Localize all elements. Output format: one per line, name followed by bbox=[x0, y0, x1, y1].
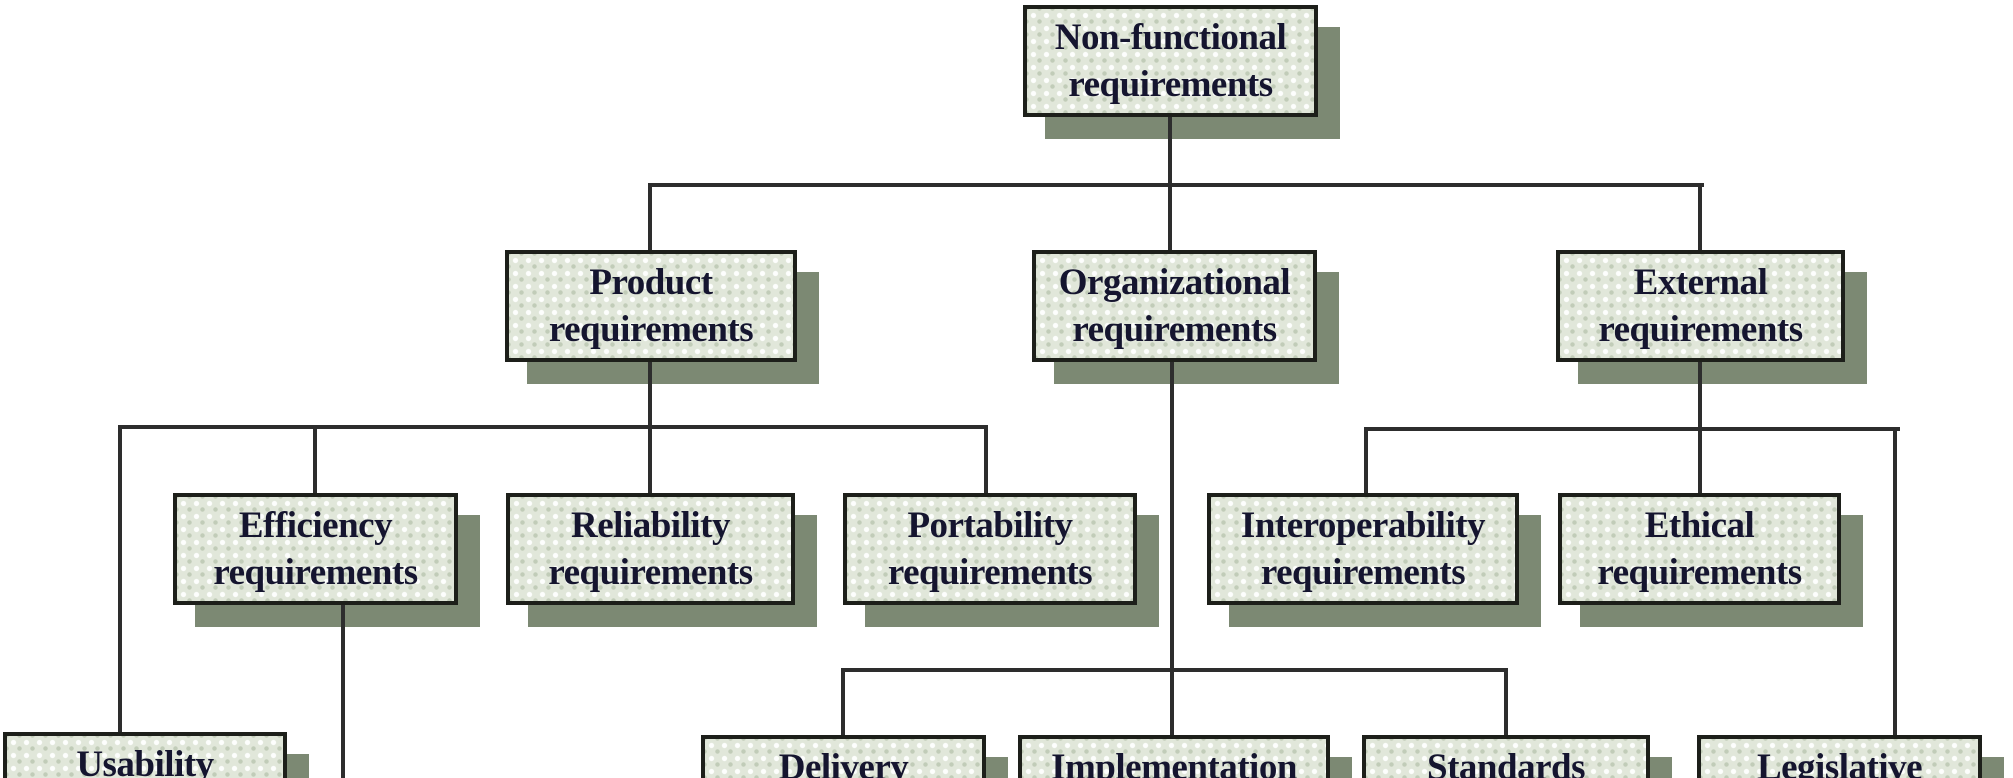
node-label-line: requirements bbox=[1260, 552, 1466, 593]
node-label-line: Delivery bbox=[778, 747, 909, 778]
connector-stub-interoperability bbox=[1364, 427, 1368, 493]
node-label-line: Interoperability bbox=[1240, 505, 1486, 546]
node-label-line: requirements bbox=[548, 552, 753, 593]
connector-efficiency-child-stem bbox=[341, 605, 345, 778]
node-external-requirements: External requirements bbox=[1556, 250, 1845, 362]
node-label-line: Efficiency bbox=[238, 505, 393, 546]
connector-organizational-children-bar bbox=[841, 668, 1508, 672]
connector-stub-delivery bbox=[841, 668, 845, 735]
connector-stub-standards bbox=[1504, 668, 1508, 735]
node-efficiency-requirements: Efficiency requirements bbox=[173, 493, 458, 605]
node-label-line: External bbox=[1633, 262, 1768, 303]
node-label-line: Standards bbox=[1427, 747, 1585, 778]
node-label-line: Implementation bbox=[1051, 747, 1297, 778]
connector-stub-portability bbox=[984, 425, 988, 493]
connector-stub-product bbox=[648, 183, 652, 250]
node-label-line: requirements bbox=[887, 552, 1093, 593]
connector-stub-efficiency bbox=[313, 425, 317, 493]
node-product-requirements: Product requirements bbox=[505, 250, 797, 362]
node-label-line: Product bbox=[589, 262, 713, 303]
node-label-line: requirements bbox=[1072, 309, 1277, 350]
node-interoperability-requirements: Interoperability requirements bbox=[1207, 493, 1519, 605]
connector-stub-external bbox=[1698, 183, 1702, 250]
node-label-line: requirements bbox=[213, 552, 418, 593]
node-label-line: Non-functional bbox=[1054, 17, 1287, 58]
node-reliability-requirements: Reliability requirements bbox=[506, 493, 795, 605]
node-label-line: Legislative bbox=[1756, 747, 1923, 778]
node-label-line: Portability bbox=[907, 505, 1073, 546]
connector-stub-legislative bbox=[1893, 427, 1897, 735]
connector-external-children-bar bbox=[1364, 427, 1900, 431]
node-portability-requirements: Portability requirements bbox=[843, 493, 1137, 605]
node-ethical-requirements: Ethical requirements bbox=[1558, 493, 1841, 605]
node-delivery: Delivery bbox=[701, 735, 986, 778]
node-standards: Standards bbox=[1362, 735, 1650, 778]
node-label-line: requirements bbox=[1068, 64, 1273, 105]
node-legislative: Legislative bbox=[1697, 735, 1982, 778]
node-label-line: requirements bbox=[1597, 552, 1802, 593]
connector-level2-bar bbox=[648, 183, 1704, 187]
node-non-functional-requirements: Non-functional requirements bbox=[1023, 5, 1318, 117]
node-label-line: Reliability bbox=[571, 505, 730, 546]
connector-stub-usability bbox=[118, 425, 122, 732]
node-organizational-requirements: Organizational requirements bbox=[1032, 250, 1317, 362]
node-label-line: Ethical bbox=[1644, 505, 1755, 546]
connector-product-children-bar bbox=[118, 425, 988, 429]
node-label-line: requirements bbox=[548, 309, 754, 350]
connector-organizational-stem bbox=[1170, 362, 1174, 735]
node-usability: Usability bbox=[3, 732, 287, 778]
node-label-line: requirements bbox=[1598, 309, 1803, 350]
node-label-line: Organizational bbox=[1058, 262, 1291, 303]
node-implementation: Implementation bbox=[1018, 735, 1330, 778]
node-label-line: Usability bbox=[76, 744, 214, 778]
